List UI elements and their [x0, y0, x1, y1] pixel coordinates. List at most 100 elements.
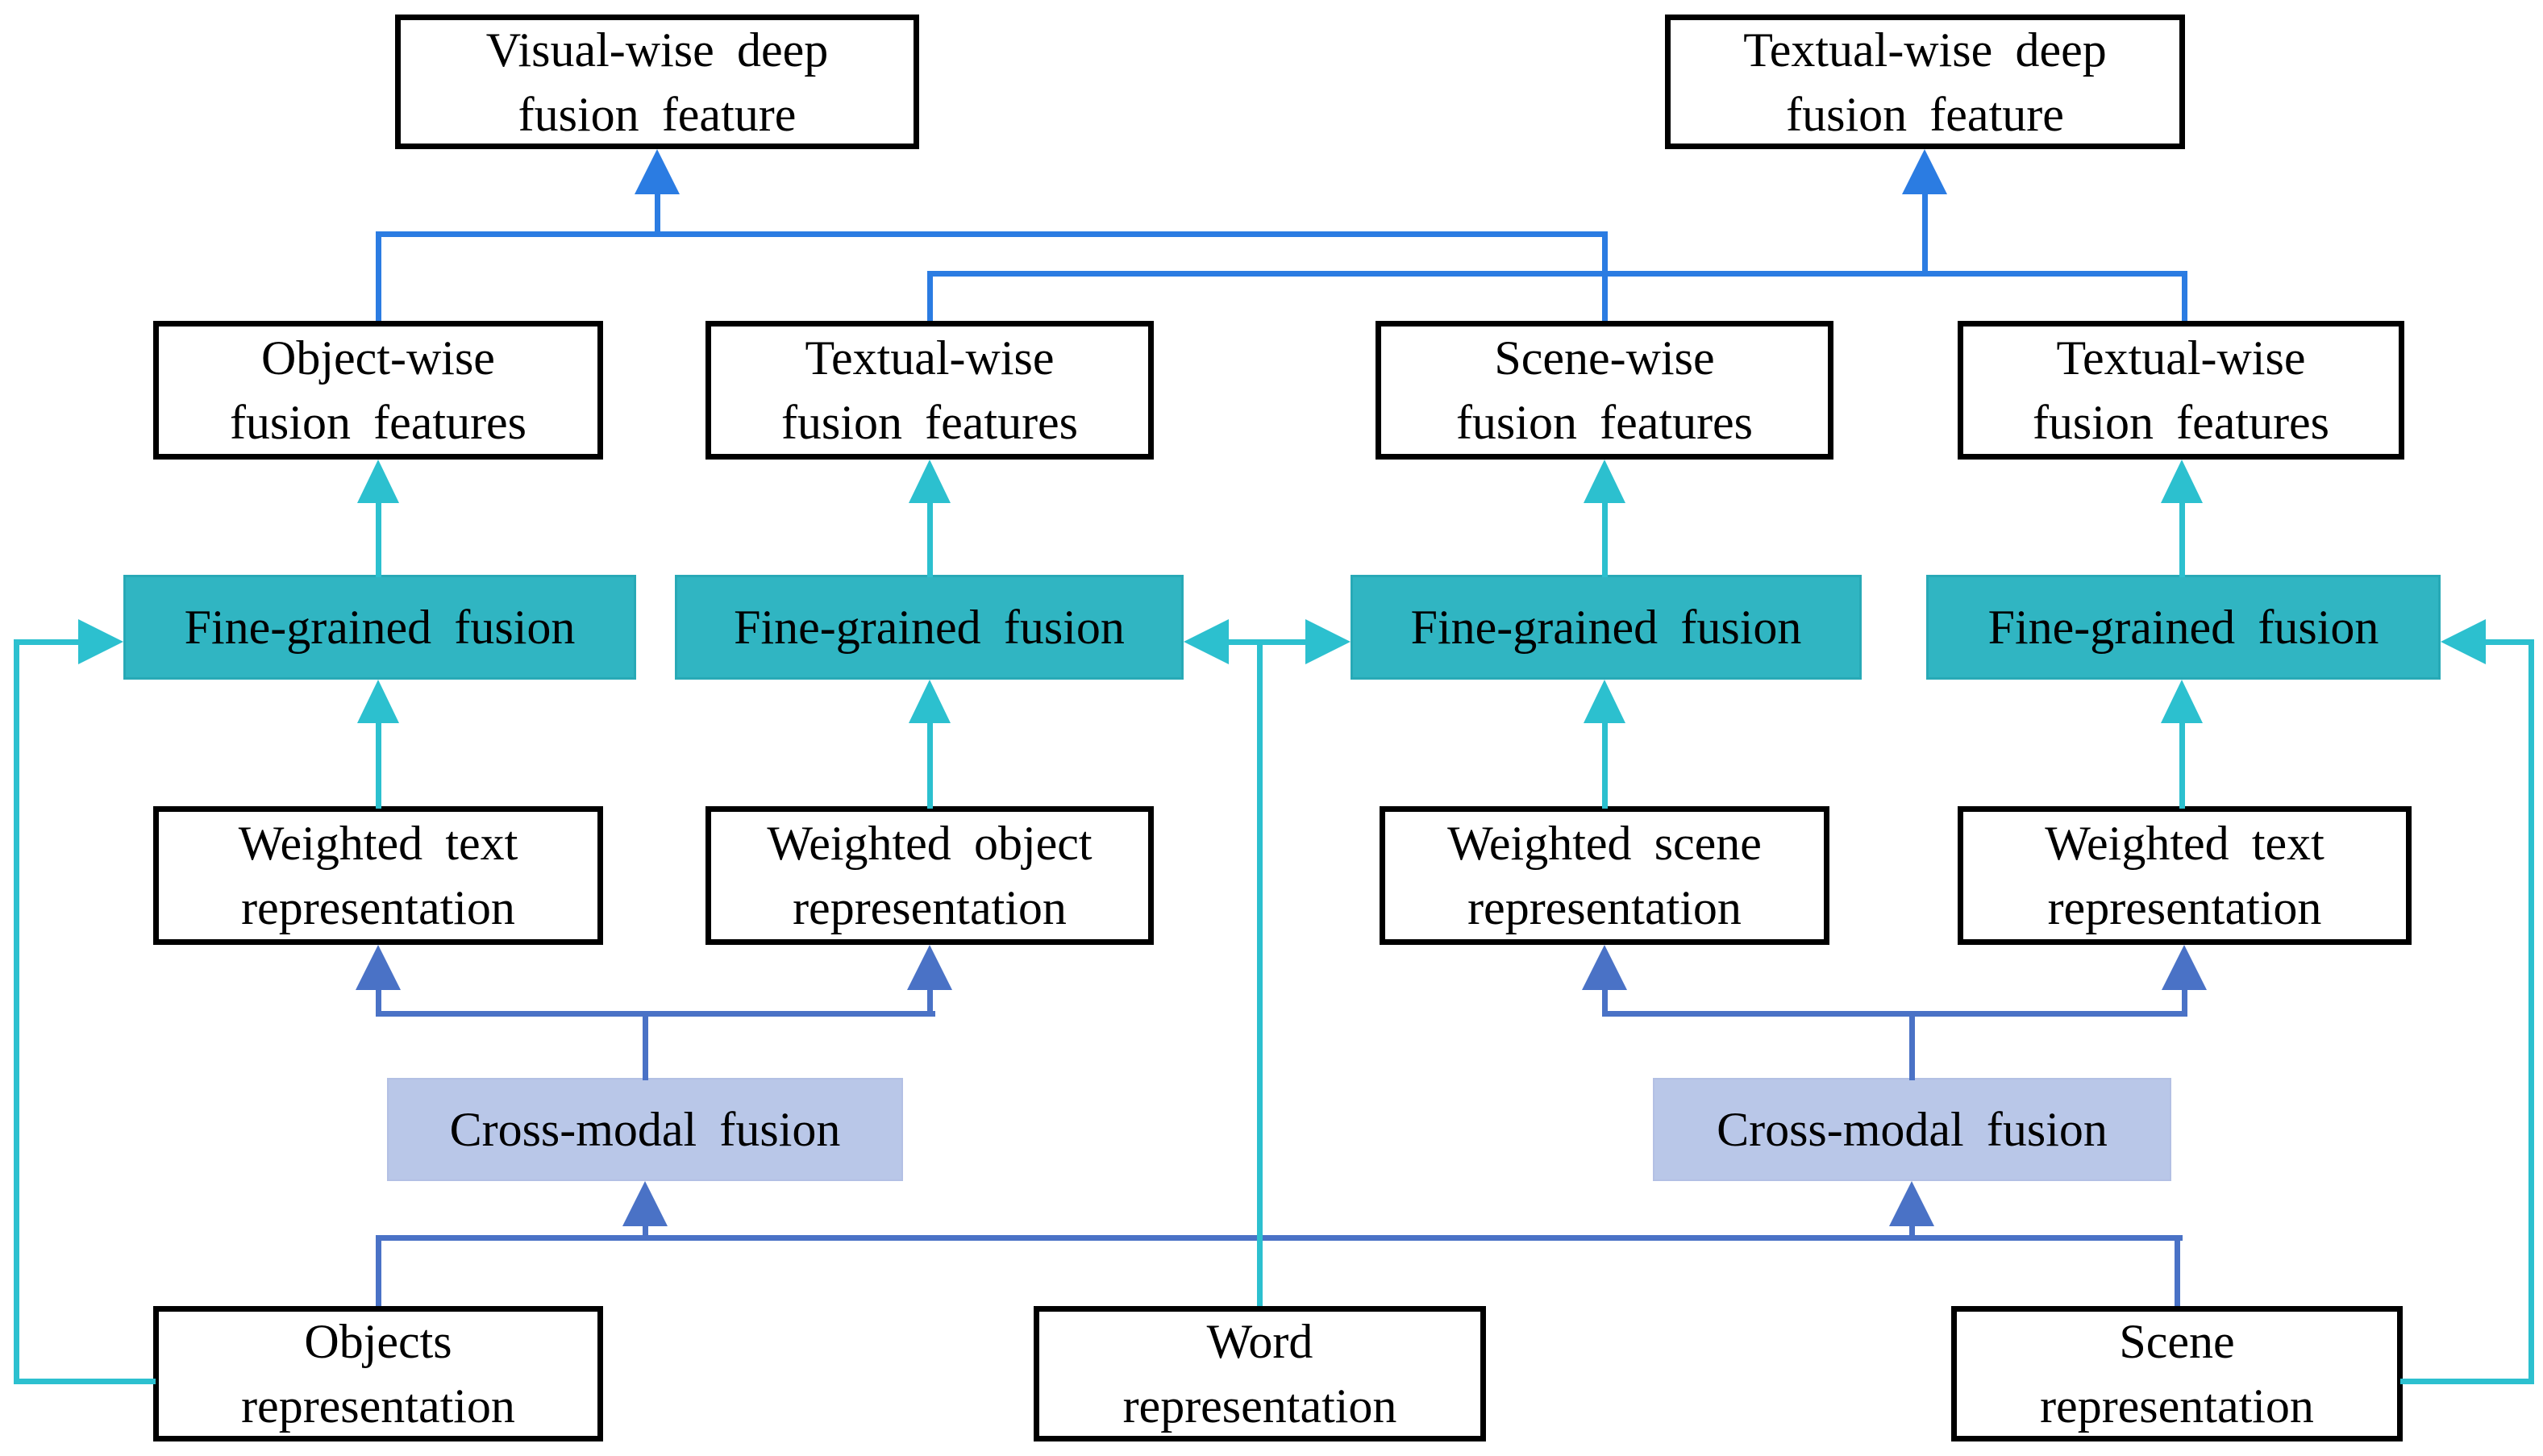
node-fine-grained-fusion-3: Fine-grained fusion: [1351, 575, 1862, 680]
arrowhead-into-fg2-bottom: [909, 680, 951, 723]
node-weighted-object-representation: Weighted object representation: [705, 806, 1154, 945]
edge-bottom-drop-scene: [2175, 1235, 2180, 1306]
edge-cm1-branch-horizontal: [376, 1011, 935, 1017]
node-label-line: Object-wise: [261, 331, 495, 385]
edge-treeA-riser-visualdeep: [655, 190, 660, 237]
edge-scene-right-vertical: [2528, 639, 2534, 1384]
arrowhead-into-weightedobject: [907, 945, 952, 990]
arrowhead-into-fg3-bottom: [1584, 680, 1625, 723]
edge-treeB-drop-textualwise-left: [927, 271, 933, 321]
edge-cm2-branch-horizontal: [1602, 1011, 2187, 1017]
node-label-line: Weighted scene: [1447, 817, 1762, 870]
node-label-line: Scene: [2119, 1315, 2235, 1368]
node-label-line: Word: [1206, 1315, 1313, 1368]
node-label-line: Fine-grained fusion: [184, 601, 576, 654]
node-weighted-text-representation-right: Weighted text representation: [1958, 806, 2412, 945]
edge-cm2-riser: [1909, 1011, 1915, 1080]
edge-treeB-drop-textualwise-right: [2182, 271, 2187, 321]
edge-cm1-riser: [643, 1011, 648, 1080]
edge-treeB-horizontal: [930, 271, 2184, 277]
node-textual-wise-fusion-features-right: Textual-wise fusion features: [1958, 321, 2404, 460]
node-label-line: Textual-wise: [805, 331, 1055, 385]
node-textual-wise-fusion-features-left: Textual-wise fusion features: [705, 321, 1154, 460]
edge-weightedscene-to-fg3: [1602, 723, 1608, 809]
edge-treeB-riser-textualdeep: [1922, 190, 1928, 277]
edge-scene-top-horizontal: [2483, 639, 2534, 645]
edge-cm1-branch-right: [927, 985, 933, 1017]
arrowhead-into-objectwise: [357, 460, 399, 503]
node-objects-representation: Objects representation: [153, 1306, 603, 1441]
edge-cm2-branch-left: [1602, 985, 1608, 1017]
node-label-line: Weighted text: [2045, 817, 2324, 870]
node-label-line: Fine-grained fusion: [1987, 601, 2379, 654]
node-label-line: fusion features: [1455, 396, 1754, 449]
node-fine-grained-fusion-4: Fine-grained fusion: [1926, 575, 2441, 680]
node-label-line: representation: [241, 881, 515, 934]
node-label-line: Weighted text: [238, 817, 518, 870]
arrowhead-into-weightedtext1: [356, 945, 401, 990]
node-label-line: fusion features: [2032, 396, 2330, 449]
edge-objects-top-horizontal: [14, 639, 81, 645]
edge-treeA-drop-objectwise: [376, 231, 381, 321]
node-cross-modal-fusion-left: Cross-modal fusion: [387, 1078, 903, 1181]
node-label-line: fusion feature: [1786, 87, 2064, 141]
node-label-line: Cross-modal fusion: [449, 1103, 841, 1156]
arrowhead-into-fg1-bottom: [357, 680, 399, 723]
edge-weightedtext2-to-fg4: [2179, 723, 2185, 809]
node-fine-grained-fusion-2: Fine-grained fusion: [675, 575, 1184, 680]
edge-bottom-drop-objects: [376, 1235, 381, 1306]
node-label-line: representation: [1467, 881, 1742, 934]
edge-bottom-riser-cm1: [643, 1219, 648, 1238]
edge-bottom-riser-cm2: [1909, 1219, 1915, 1238]
node-label-line: representation: [793, 881, 1067, 934]
arrowhead-into-weightedtext2: [2162, 945, 2207, 990]
node-scene-wise-fusion-features: Scene-wise fusion features: [1376, 321, 1833, 460]
node-label-line: fusion feature: [518, 87, 797, 141]
node-label-line: representation: [2047, 881, 2322, 934]
node-label-line: Textual-wise: [2056, 331, 2306, 385]
node-textual-wise-deep-fusion-feature: Textual-wise deep fusion feature: [1665, 15, 2185, 149]
node-label-line: representation: [1122, 1379, 1397, 1433]
arrowhead-into-fg2-right: [1184, 619, 1229, 664]
arrowhead-into-weightedscene: [1582, 945, 1627, 990]
node-word-representation: Word representation: [1034, 1306, 1486, 1441]
edge-fg4-to-textualwise-right: [2179, 497, 2185, 577]
edge-fg1-to-objectwise: [376, 497, 381, 577]
node-scene-representation: Scene representation: [1951, 1306, 2403, 1441]
node-label-line: representation: [241, 1379, 515, 1433]
arrowhead-into-fg1-left: [78, 619, 123, 664]
edge-word-split-right: [1257, 639, 1307, 645]
node-label-line: Cross-modal fusion: [1717, 1103, 2108, 1156]
node-object-wise-fusion-features: Object-wise fusion features: [153, 321, 603, 460]
edge-objects-left-horizontal: [14, 1379, 156, 1384]
edge-word-split-left: [1224, 639, 1263, 645]
arrowhead-into-scenewise: [1584, 460, 1625, 503]
edge-treeA-horizontal: [378, 231, 1604, 237]
edge-objects-left-vertical: [14, 639, 19, 1384]
node-label-line: representation: [2040, 1379, 2314, 1433]
edge-cm2-branch-right: [2182, 985, 2187, 1017]
edge-weightedobject-to-fg2: [927, 723, 933, 809]
arrowhead-into-textualwise-left: [909, 460, 951, 503]
node-label-line: Visual-wise deep: [485, 23, 829, 77]
edge-fg2-to-textualwise-left: [927, 497, 933, 577]
arrowhead-into-fg4-bottom: [2161, 680, 2203, 723]
node-label-line: Weighted object: [767, 817, 1093, 870]
edge-cm1-branch-left: [376, 985, 381, 1017]
arrowhead-into-fg4-right: [2441, 619, 2486, 664]
arrowhead-into-cm1: [622, 1181, 668, 1226]
node-weighted-scene-representation: Weighted scene representation: [1380, 806, 1829, 945]
arrowhead-into-textual-deep: [1902, 149, 1947, 194]
edge-scene-right-horizontal: [2400, 1379, 2534, 1384]
edge-word-riser: [1257, 639, 1263, 1306]
arrowhead-into-textualwise-right: [2161, 460, 2203, 503]
node-label-line: fusion features: [780, 396, 1079, 449]
node-cross-modal-fusion-right: Cross-modal fusion: [1653, 1078, 2171, 1181]
node-weighted-text-representation-left: Weighted text representation: [153, 806, 603, 945]
edge-weightedtext1-to-fg1: [376, 723, 381, 809]
node-fine-grained-fusion-1: Fine-grained fusion: [123, 575, 636, 680]
node-label-line: Scene-wise: [1494, 331, 1715, 385]
edge-bottom-horizontal: [376, 1235, 2183, 1241]
node-visual-wise-deep-fusion-feature: Visual-wise deep fusion feature: [395, 15, 919, 149]
